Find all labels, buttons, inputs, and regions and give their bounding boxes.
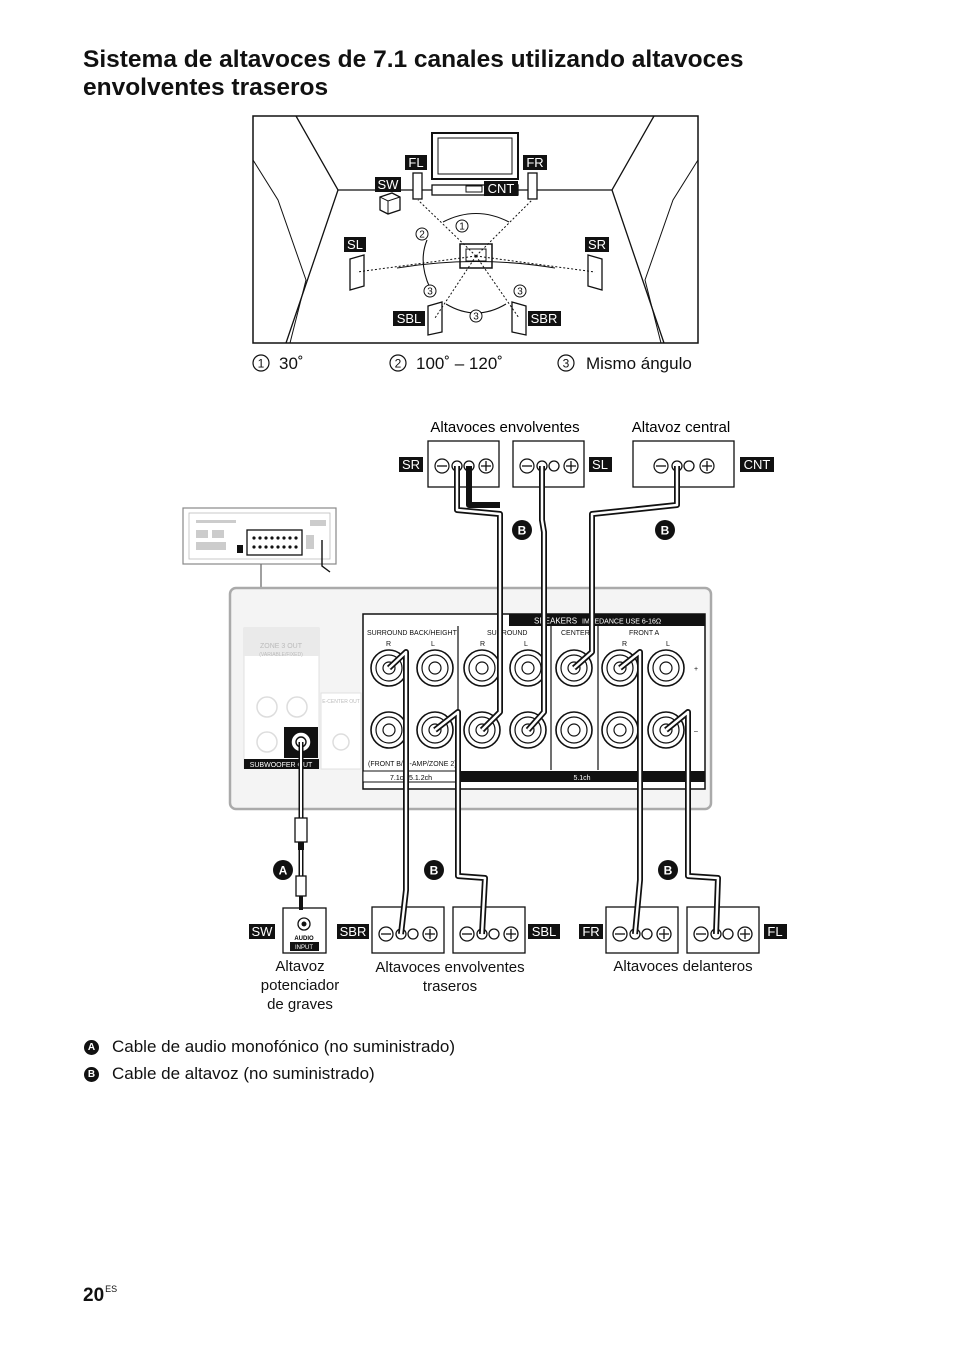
angle-marker-3a: 3 [427,287,433,298]
angle-marker-2: 2 [419,230,425,241]
angle-legend-text-3: Mismo ángulo [586,354,692,373]
surround-speakers-caption: Altavoces envolventes [430,419,579,436]
legend-text-a: Cable de audio monofónico (no suministra… [112,1037,456,1056]
angle-legend-marker-3: 3 [563,357,570,371]
subwoofer-out-label: SUBWOOFER OUT [250,762,313,769]
badge-fr: FR [526,155,543,170]
label-l-3: L [666,641,670,648]
label-r-1: R [386,641,391,648]
wiring-badge-fr: FR [582,924,599,939]
cable-marker-b4: B [664,864,673,878]
impedance-label: IMPEDANCE USE 6-16Ω [582,619,661,626]
zone3-label: ZONE 3 OUT [260,643,303,650]
legend-text-b: Cable de altavoz (no suministrado) [112,1064,375,1083]
cable-marker-b3: B [430,864,439,878]
label-r-2: R [480,641,485,648]
page-number-value: 20 [83,1285,105,1306]
wiring-badge-sr: SR [402,457,420,472]
room-layout-figure: 1 2 3 3 3 FL FR SW CNT SL SR SBL [252,115,699,344]
badge-sw: SW [378,177,400,192]
page-number: 20ES [83,1284,117,1307]
section-surround-back: SURROUND BACK/HEIGHT [367,630,458,637]
front-b-note: (FRONT B/BI-AMP/ZONE 2) [368,761,457,768]
front-speakers-caption: Altavoces delanteros [613,958,752,975]
badge-sbl: SBL [397,311,422,326]
speaker-terminals-top [427,440,735,488]
page-language: ES [105,1284,118,1294]
band-51: 5.1ch [573,775,590,782]
label-r-3: R [622,641,627,648]
minus-sign: – [694,728,698,735]
cable-marker-b1: B [518,524,527,538]
legend-marker-b: B [84,1066,99,1082]
badge-cnt: CNT [488,181,515,196]
label-l-1: L [431,641,435,648]
band-71: 7.1ch/5.1.2ch [390,775,432,782]
angle-marker-3c: 3 [473,312,479,323]
subwoofer-caption-1: Altavoz [275,958,324,975]
angle-legend-marker-1: 1 [258,357,265,371]
plus-sign: + [694,666,698,673]
badge-sl: SL [347,237,363,252]
angle-legend-marker-2: 2 [395,357,402,371]
wiring-badge-sl: SL [592,457,608,472]
angle-marker-1: 1 [459,222,465,233]
cable-markers [273,520,678,880]
badge-sbr: SBR [531,311,558,326]
wiring-badge-cnt: CNT [744,457,771,472]
wiring-badge-fl: FL [767,924,782,939]
label-l-2: L [524,641,528,648]
back-speakers-caption-2: traseros [423,978,477,995]
angle-legend-text-2: 100˚ – 120˚ [416,354,503,373]
subwoofer-caption-2: potenciador [261,977,339,994]
speaker-terminals-bottom [282,906,760,954]
back-speakers-caption-1: Altavoces envolventes [375,959,524,976]
audio-input-line1: AUDIO [294,936,314,942]
badge-sr: SR [588,237,606,252]
angle-marker-3b: 3 [517,287,523,298]
legend-marker-a: A [84,1039,99,1055]
center-out-label: E-CENTER OUT [322,699,360,705]
page-title: Sistema de altavoces de 7.1 canales util… [83,46,744,101]
badge-fl: FL [408,155,423,170]
wiring-badge-sbr: SBR [340,924,367,939]
receiver-overview [182,507,337,588]
speaker-cables [386,466,721,935]
legend-item-a: A Cable de audio monofónico (no suminist… [84,1037,455,1057]
section-front-a: FRONT A [629,630,660,637]
speakers-label: SPEAKERS [534,617,577,626]
cable-marker-b2: B [661,524,670,538]
wiring-badge-sw: SW [252,924,274,939]
cable-marker-a: A [279,864,288,878]
legend-item-b: B Cable de altavoz (no suministrado) [84,1064,375,1084]
audio-input-line2: INPUT [295,945,313,951]
subwoofer-cable [294,742,308,910]
angle-legend: 1 30˚ 2 100˚ – 120˚ 3 Mismo ángulo [252,354,692,373]
section-center: CENTER [561,630,590,637]
wiring-figure: Altavoces envolventes Altavoz central [182,419,787,1013]
wiring-badges: SR SL CNT SW SBR SBL FR FL [249,457,787,939]
zone3-sub-label: (VARIABLE/FIXED) [259,652,303,658]
section-surround: SURROUND [487,630,527,637]
subwoofer-caption-3: de graves [267,996,333,1013]
center-speaker-caption: Altavoz central [632,419,730,436]
angle-legend-text-1: 30˚ [279,354,304,373]
wiring-badge-sbl: SBL [532,924,557,939]
